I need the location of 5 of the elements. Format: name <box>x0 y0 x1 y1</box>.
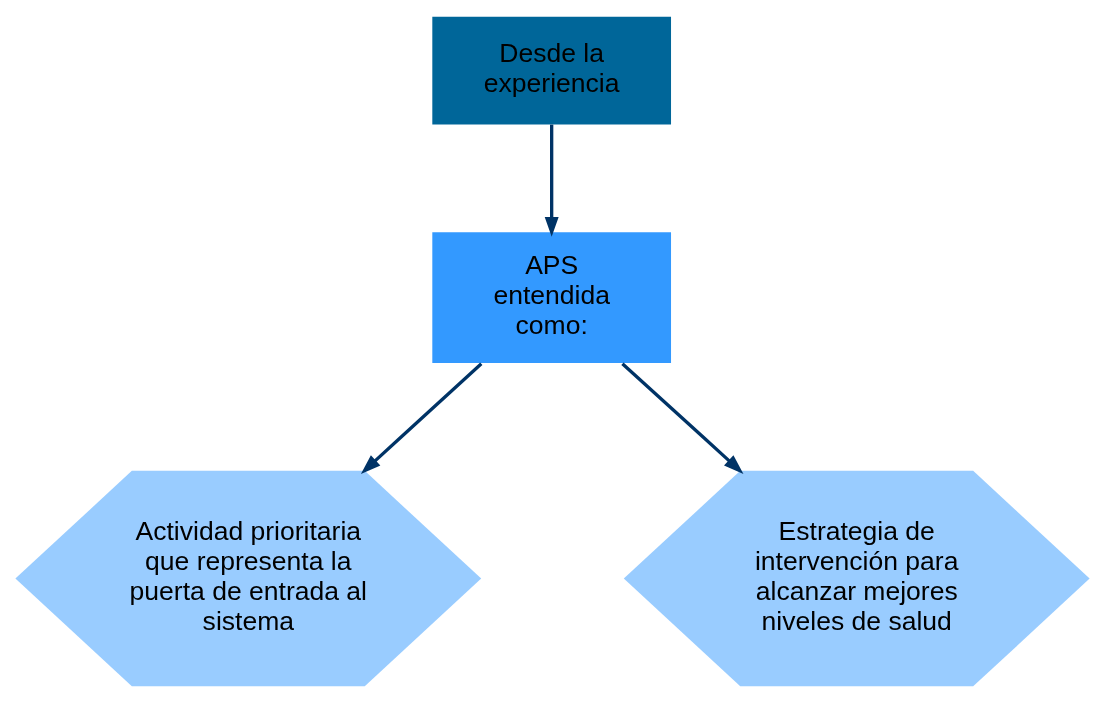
node-box: APS entendida como: <box>432 232 672 364</box>
arrow <box>360 362 483 474</box>
arrow <box>621 362 744 474</box>
node-box: Desde la experiencia <box>432 16 672 125</box>
arrow <box>544 124 559 237</box>
